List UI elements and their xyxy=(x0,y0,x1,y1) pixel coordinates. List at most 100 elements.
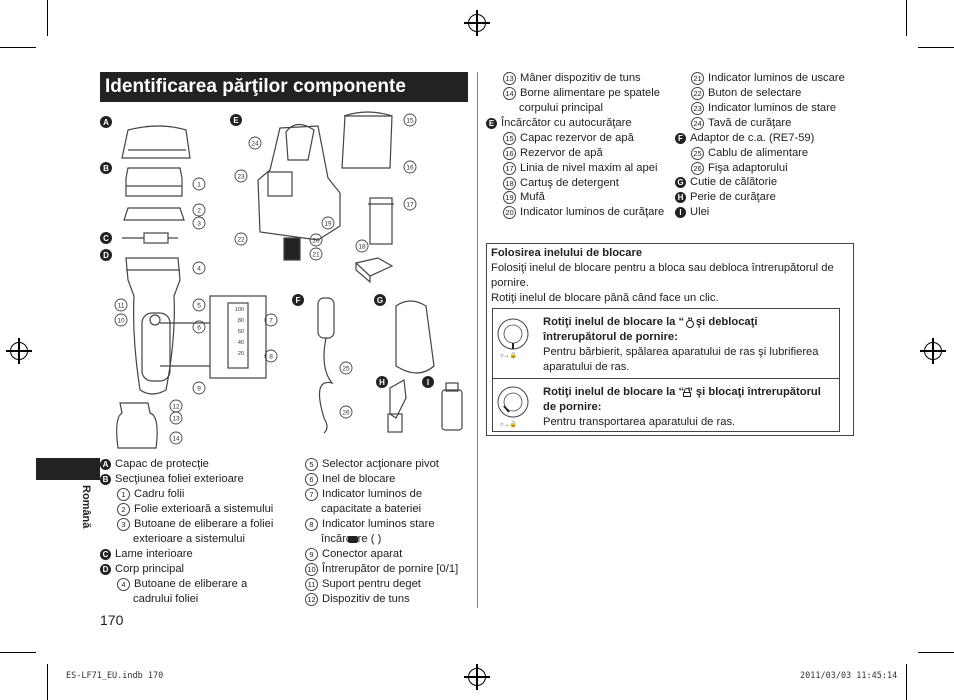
page-number: 170 xyxy=(100,612,124,628)
figure-letter-e: E xyxy=(233,116,239,125)
figure-letter-i: I xyxy=(427,378,429,387)
callout-23: 23 xyxy=(237,174,245,181)
callout-15: 15 xyxy=(406,118,414,125)
svg-text:○→🔒: ○→🔒 xyxy=(500,351,517,359)
callout-17: 17 xyxy=(406,202,414,209)
figure-letter-b: B xyxy=(103,164,109,173)
figure-letter-f: F xyxy=(296,296,301,305)
figure-letter-c: C xyxy=(103,234,109,243)
column-divider xyxy=(477,72,478,608)
footer-file: ES-LF71_EU.indb 170 xyxy=(66,671,164,681)
unlock-text: aparatului de ras. xyxy=(543,361,630,373)
unlock-title: întrerupătorul de pornire: xyxy=(543,331,678,343)
figure-letter-d: D xyxy=(103,251,109,260)
lock-box-paragraph: Rotiţi inelul de blocare până când face … xyxy=(491,292,719,304)
registration-mark-bottom xyxy=(464,664,490,690)
page-title: Identificarea părţilor componente xyxy=(100,72,468,101)
callout-7: 7 xyxy=(269,318,273,325)
gauge-tick-60: 60 xyxy=(238,329,244,335)
callout-3: 3 xyxy=(197,221,201,228)
lock-ring-info-box xyxy=(486,243,854,436)
gauge-tick-80: 80 xyxy=(238,318,244,324)
callout-25: 25 xyxy=(342,366,350,373)
registration-mark-left xyxy=(6,338,32,364)
lock-text: Pentru transportarea aparatului de ras. xyxy=(543,416,736,428)
figure-letter-a: A xyxy=(103,118,109,127)
callout-26: 26 xyxy=(342,410,350,417)
list-item-continuation: capacitate a bateriei xyxy=(321,503,422,515)
title-rule xyxy=(100,101,468,102)
unlock-ring-icon: ○→🔒 xyxy=(497,318,529,359)
lock-box-heading: Folosirea inelului de blocare xyxy=(491,247,643,259)
lock-title: de pornire: xyxy=(543,401,602,413)
figure-letter-h: H xyxy=(379,378,385,387)
callout-13: 13 xyxy=(172,416,180,423)
callout-6: 6 xyxy=(197,325,201,332)
callout-16: 16 xyxy=(406,165,414,172)
callout-12: 12 xyxy=(172,404,180,411)
language-tab xyxy=(36,458,100,480)
callout-18: 18 xyxy=(358,244,366,251)
list-item-continuation: exterioare a sistemului xyxy=(133,533,245,545)
gauge-tick-20: 20 xyxy=(238,351,244,357)
callout-19: 19 xyxy=(324,221,332,228)
lock-symbol-icon xyxy=(683,388,691,397)
callout-20: 20 xyxy=(312,238,320,245)
unlocked-symbol-icon xyxy=(686,320,694,328)
lock-box-paragraph: pornire. xyxy=(491,277,529,289)
callout-24: 24 xyxy=(251,141,259,148)
callout-9: 9 xyxy=(197,386,201,393)
lock-panel xyxy=(492,378,840,432)
list-item-continuation: cadrului foliei xyxy=(133,593,199,605)
gauge-tick-40: 40 xyxy=(238,340,244,346)
gauge-tick-100: 100 xyxy=(235,307,244,313)
unlock-title: Rotiţi inelul de blocare la “ ” şi deblo… xyxy=(543,316,758,328)
plug-icon xyxy=(348,536,358,543)
figure-letter-g: G xyxy=(377,296,383,305)
callout-14: 14 xyxy=(172,436,180,443)
callout-10: 10 xyxy=(117,318,125,325)
lock-title: Rotiţi inelul de blocare la “ ” şi bloca… xyxy=(543,386,821,398)
registration-mark-right xyxy=(920,338,946,364)
footer-date: 2011/03/03 11:45:14 xyxy=(800,671,898,681)
svg-text:○→🔒: ○→🔒 xyxy=(500,420,517,428)
callout-5: 5 xyxy=(197,303,201,310)
registration-mark-top xyxy=(464,10,490,36)
callout-11: 11 xyxy=(118,303,125,310)
lock-box-paragraph: Folosiţi inelul de blocare pentru a bloc… xyxy=(491,262,834,274)
unlock-text: Pentru bărbierit, spălarea aparatului de… xyxy=(543,346,819,358)
language-label: Română xyxy=(80,485,92,529)
callout-8: 8 xyxy=(269,354,273,361)
